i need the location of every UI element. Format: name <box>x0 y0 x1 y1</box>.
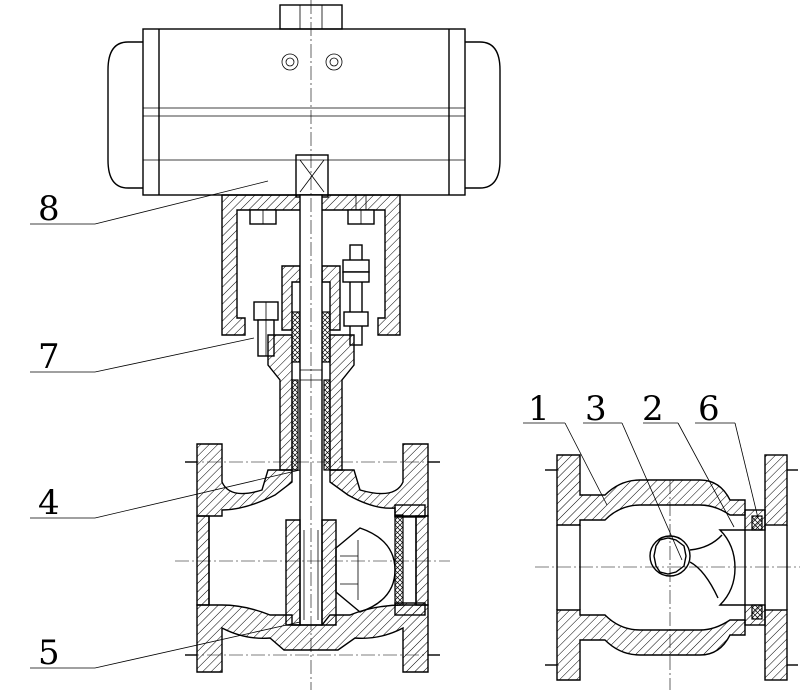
valve-body-section-view <box>545 454 798 681</box>
mounting-bracket <box>221 194 401 357</box>
label-2: 2 <box>642 389 664 429</box>
label-6: 6 <box>698 389 720 429</box>
bonnet-neck <box>267 311 355 471</box>
pneumatic-actuator <box>107 4 501 198</box>
label-1: 1 <box>528 389 550 429</box>
leader-lines <box>30 180 759 669</box>
label-8: 8 <box>38 189 60 229</box>
part-labels: 8 7 4 5 1 3 2 6 <box>38 189 720 673</box>
label-3: 3 <box>585 389 607 429</box>
label-5: 5 <box>38 633 60 673</box>
valve-body-front <box>185 443 440 673</box>
label-4: 4 <box>38 483 60 523</box>
center-lines <box>175 0 800 690</box>
label-7: 7 <box>38 337 60 377</box>
